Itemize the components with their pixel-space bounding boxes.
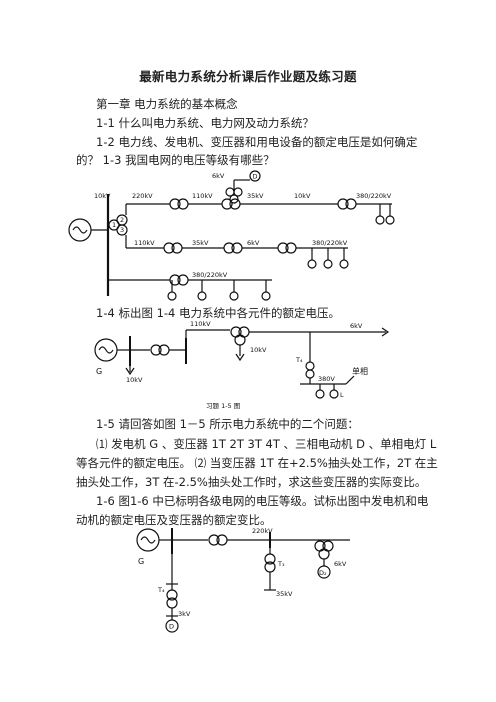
fig1-label-35kv-mid: 35kV	[192, 239, 209, 247]
fig2-label-6kv: 6kV	[350, 322, 363, 330]
fig1-label-6kv-mid: 6kV	[247, 239, 260, 247]
fig1-winding-1: 1	[112, 221, 116, 229]
fig3-label-d1: D	[169, 623, 174, 631]
fig1-winding-2: 2	[120, 216, 124, 224]
fig1-winding-3: 3	[120, 226, 124, 234]
fig2-label-generator: G	[96, 367, 102, 376]
question-1-2-line1: 1-2 电力线、发电机、变压器和用电设备的额定电压是如何确定	[96, 135, 418, 149]
page-title: 最新电力系统分析课后作业题及练习题	[139, 69, 357, 84]
fig3-label-d2: D₂	[319, 569, 327, 577]
fig1-motor-D: D	[253, 173, 258, 181]
fig3-label-6kv: 6kV	[334, 560, 347, 568]
question-1-2-line2: 的？ 1-3 我国电网的电压等级有哪些？	[76, 153, 275, 167]
fig1-label-10kv: 10kV	[94, 192, 111, 200]
fig1-label-110kv-mid: 110kV	[134, 239, 155, 247]
chapter-heading: 第一章 电力系统的基本概念	[96, 97, 238, 111]
figure-1-5-network-diagram: 110kV 6kV 10kV 10kV 380V G T₄ 单相 L 习题 1-…	[94, 320, 390, 410]
fig3-label-generator: G	[138, 557, 144, 566]
fig3-label-35kv: 35kV	[276, 590, 293, 598]
fig3-label-t4: T₄	[157, 586, 165, 594]
fig2-label-110kv: 110kV	[190, 320, 211, 328]
figure-1-2-network-diagram: 10kV 220kV 110kV 6kV 35kV 10kV 380/220kV…	[68, 170, 395, 301]
fig2-label-lamp: L	[340, 391, 344, 399]
question-1-6-line2: 动机的额定电压及变压器的额定变比。	[76, 513, 272, 527]
fig1-label-380-top: 380/220kV	[356, 192, 392, 200]
question-1-5-part2: 等各元件的额定电压。 ⑵ 当变压器 1T 在+2.5%抽头处工作，2T 在主	[76, 456, 438, 470]
fig1-label-10kv-right: 10kV	[294, 192, 311, 200]
fig3-label-220kv: 220kV	[252, 527, 273, 535]
question-1-5: 1-5 请回答如图 1－5 所示电力系统中的二个问题：	[96, 417, 359, 431]
question-1-6-line1: 1-6 图1-6 中已标明各级电网的电压等级。试标出图中发电机和电	[96, 494, 429, 508]
question-1-1: 1-1 什么叫电力系统、电力网及动力系统？	[96, 116, 314, 130]
fig2-label-single-phase: 单相	[352, 366, 368, 376]
question-1-5-part1: ⑴ 发电机 G 、变压器 1T 2T 3T 4T 、三相电动机 D 、单相电灯 …	[96, 437, 437, 451]
fig3-label-3kv: 3kV	[178, 610, 191, 618]
fig1-label-110kv-top: 110kV	[192, 192, 213, 200]
fig1-label-6kv-top: 6kV	[212, 172, 225, 180]
fig2-caption: 习题 1-5 图	[206, 402, 240, 410]
fig2-label-t4: T₄	[295, 356, 303, 364]
fig1-label-35kv-top: 35kV	[247, 192, 264, 200]
figure-1-6-network-diagram: 220kV 6kV 35kV 3kV G T₃ T₄ D₂ D	[136, 527, 350, 633]
question-1-4: 1-4 标出图 1-4 电力系统中各元件的额定电压。	[96, 306, 341, 320]
fig1-label-380-mid: 380/220kV	[312, 239, 348, 247]
fig1-label-220kv: 220kV	[132, 192, 153, 200]
fig1-label-380-bottom: 380/220kV	[192, 271, 228, 279]
fig2-label-10kv-right: 10kV	[250, 346, 267, 354]
fig2-label-10kv-left: 10kV	[126, 376, 143, 384]
question-1-5-part3: 抽头处工作，3T 在-2.5%抽头处工作时，求这些变压器的实际变比。	[76, 475, 427, 489]
fig3-label-t3: T₃	[277, 560, 285, 568]
fig2-label-380v: 380V	[318, 375, 335, 383]
